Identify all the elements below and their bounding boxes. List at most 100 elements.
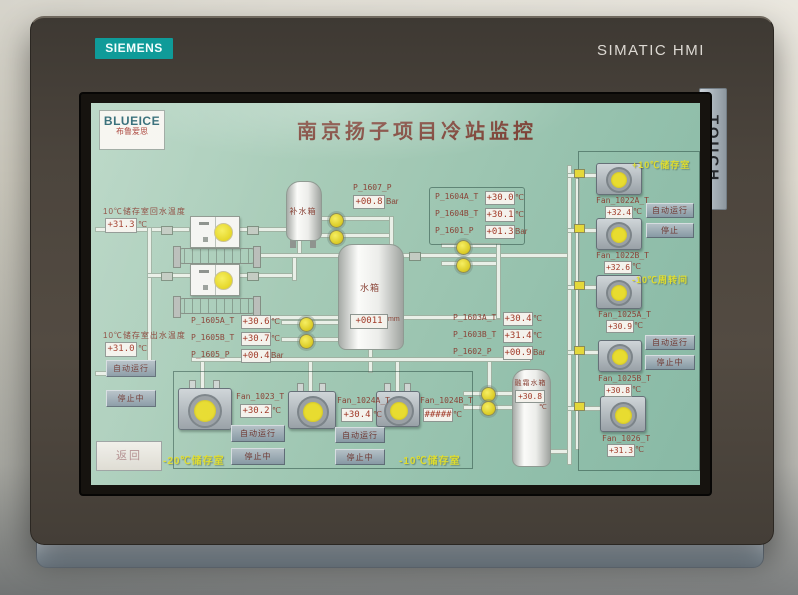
right-auto-run-button-2[interactable]: 自动运行	[645, 335, 695, 350]
page-title: 南京扬子项目冷站监控	[297, 121, 537, 143]
value-fan1024a-field[interactable]: +30.4	[341, 408, 373, 422]
value-fan1026-field[interactable]: +31.3	[607, 444, 635, 457]
value-fan1022b-field[interactable]: +32.6	[604, 261, 632, 274]
fan-blade-icon	[608, 169, 630, 191]
fan-unit	[596, 218, 642, 250]
value-fan1025b-field[interactable]: +30.8	[604, 384, 632, 397]
tag-fan1026: Fan_1026_T	[602, 434, 651, 443]
value-p1604a-field[interactable]: +30.0	[485, 191, 515, 205]
back-button[interactable]: 返回	[96, 441, 162, 471]
zone-label-minus10-storage: -10℃储存室	[399, 456, 461, 467]
tag-p1603b: P_1603B_T	[453, 330, 497, 339]
tag-p1607: P_1607_P	[353, 183, 392, 192]
left-bottom-value-field[interactable]: +31.0	[105, 342, 137, 357]
tag-p1601: P_1601_P	[435, 226, 474, 235]
pump-icon	[161, 272, 173, 281]
value-p1602-field[interactable]: +00.9	[503, 346, 533, 360]
fan1-auto-run-button[interactable]: 自动运行	[231, 425, 285, 442]
fan-unit	[288, 391, 336, 429]
tank-leg	[290, 239, 296, 248]
tag-fan1022a: Fan_1022A_T	[596, 196, 649, 205]
value-p1607-field[interactable]: +00.8	[353, 195, 385, 209]
value-p1603a-field[interactable]: +30.4	[503, 312, 533, 326]
tag-fan1024b: Fan_1024B_T	[420, 396, 473, 405]
siemens-logo: SIEMENS	[95, 38, 173, 59]
fan-blade-icon	[609, 346, 631, 368]
right-fan-group-frame	[578, 151, 700, 471]
tank-leg	[310, 239, 316, 248]
value-fan1023-field[interactable]: +30.2	[240, 404, 272, 418]
valve-tee-icon	[574, 169, 585, 178]
makeup-tank-name: 补水箱	[289, 207, 317, 216]
tag-fan1023: Fan_1023_T	[236, 392, 285, 401]
valve-tee-icon	[574, 346, 585, 355]
fan-unit	[376, 391, 420, 427]
data-block-frame	[429, 187, 525, 245]
valve-icon	[456, 240, 471, 255]
left-top-label: 10℃储存室回水温度	[103, 207, 186, 216]
main-water-tank	[338, 244, 404, 350]
valve-icon	[481, 387, 496, 402]
right-auto-run-button-1[interactable]: 自动运行	[646, 203, 694, 218]
unit-p1603a: ℃	[533, 314, 542, 323]
unit-fan1022a: ℃	[633, 207, 642, 216]
value-fan1025a-field[interactable]: +30.9	[606, 320, 634, 333]
unit-fan1024a: ℃	[373, 410, 382, 419]
value-p1605a-field[interactable]: +30.6	[241, 315, 271, 329]
tag-p1605b: P_1605B_T	[191, 333, 235, 342]
value-p1605p-field[interactable]: +00.4	[241, 349, 271, 363]
fan-blade-icon	[386, 398, 412, 424]
main-tank-name: 水箱	[359, 283, 380, 293]
hmi-screen: BLUEICE 布鲁爱思 南京扬子项目冷站监控	[91, 103, 700, 485]
left-stop-button[interactable]: 停止中	[106, 390, 156, 407]
value-fan1022a-field[interactable]: +32.4	[605, 206, 633, 219]
fan2-stop-button[interactable]: 停止中	[335, 449, 385, 465]
valve-icon	[299, 317, 314, 332]
heat-exchanger	[173, 296, 261, 318]
compressor-port-icon	[203, 237, 208, 242]
fan-blade-icon	[190, 396, 220, 426]
unit-fan1024b: ℃	[453, 410, 462, 419]
right-stop-button-1[interactable]: 停止	[646, 223, 694, 238]
main-tank-level-field[interactable]: +0011	[350, 314, 388, 329]
value-p1603b-field[interactable]: +31.4	[503, 329, 533, 343]
left-auto-run-button[interactable]: 自动运行	[106, 360, 156, 377]
tag-fan1025a: Fan_1025A_T	[598, 310, 651, 319]
tag-fan1022b: Fan_1022B_T	[596, 251, 649, 260]
unit-p1605p: Bar	[271, 351, 284, 360]
tag-fan1024a: Fan_1024A_T	[337, 396, 390, 405]
compressor-status-lamp-icon	[214, 223, 233, 242]
compressor-unit	[190, 216, 240, 248]
simatic-hmi-label: SIMATIC HMI	[597, 42, 705, 59]
left-bottom-unit: ℃	[138, 344, 147, 353]
hx-flange-icon	[173, 246, 181, 268]
fan-unit	[596, 163, 642, 195]
unit-p1601: Bar	[515, 227, 528, 236]
fan2-auto-run-button[interactable]: 自动运行	[335, 427, 385, 443]
fan1-stop-button[interactable]: 停止中	[231, 448, 285, 465]
value-p1604b-field[interactable]: +30.1	[485, 208, 515, 222]
fan-blade-icon	[612, 404, 635, 427]
value-p1601-field[interactable]: +01.3	[485, 225, 515, 239]
valve-icon	[456, 258, 471, 273]
value-p1605b-field[interactable]: +30.7	[241, 332, 271, 346]
compressor-vent-icon	[199, 222, 209, 225]
compressor-vent-icon	[199, 270, 209, 273]
defrost-tank-value-field[interactable]: +30.8	[515, 390, 545, 403]
tag-p1605p: P_1605_P	[191, 350, 230, 359]
unit-fan1022b: ℃	[632, 262, 641, 271]
screen-recess: BLUEICE 布鲁爱思 南京扬子项目冷站监控	[79, 92, 712, 496]
pipe	[567, 165, 572, 465]
value-fan1024b-field[interactable]: #####	[423, 408, 453, 422]
compressor-port-icon	[203, 285, 208, 290]
right-stop-button-2[interactable]: 停止中	[645, 355, 695, 370]
unit-fan1025b: ℃	[632, 385, 641, 394]
hx-flange-icon	[253, 246, 261, 268]
fan-blade-icon	[299, 398, 327, 426]
fan-unit	[598, 340, 642, 372]
pump-icon	[247, 226, 259, 235]
left-top-value-field[interactable]: +31.3	[105, 218, 137, 233]
tag-p1604b: P_1604B_T	[435, 209, 479, 218]
blueice-logo: BLUEICE 布鲁爱思	[99, 110, 165, 150]
